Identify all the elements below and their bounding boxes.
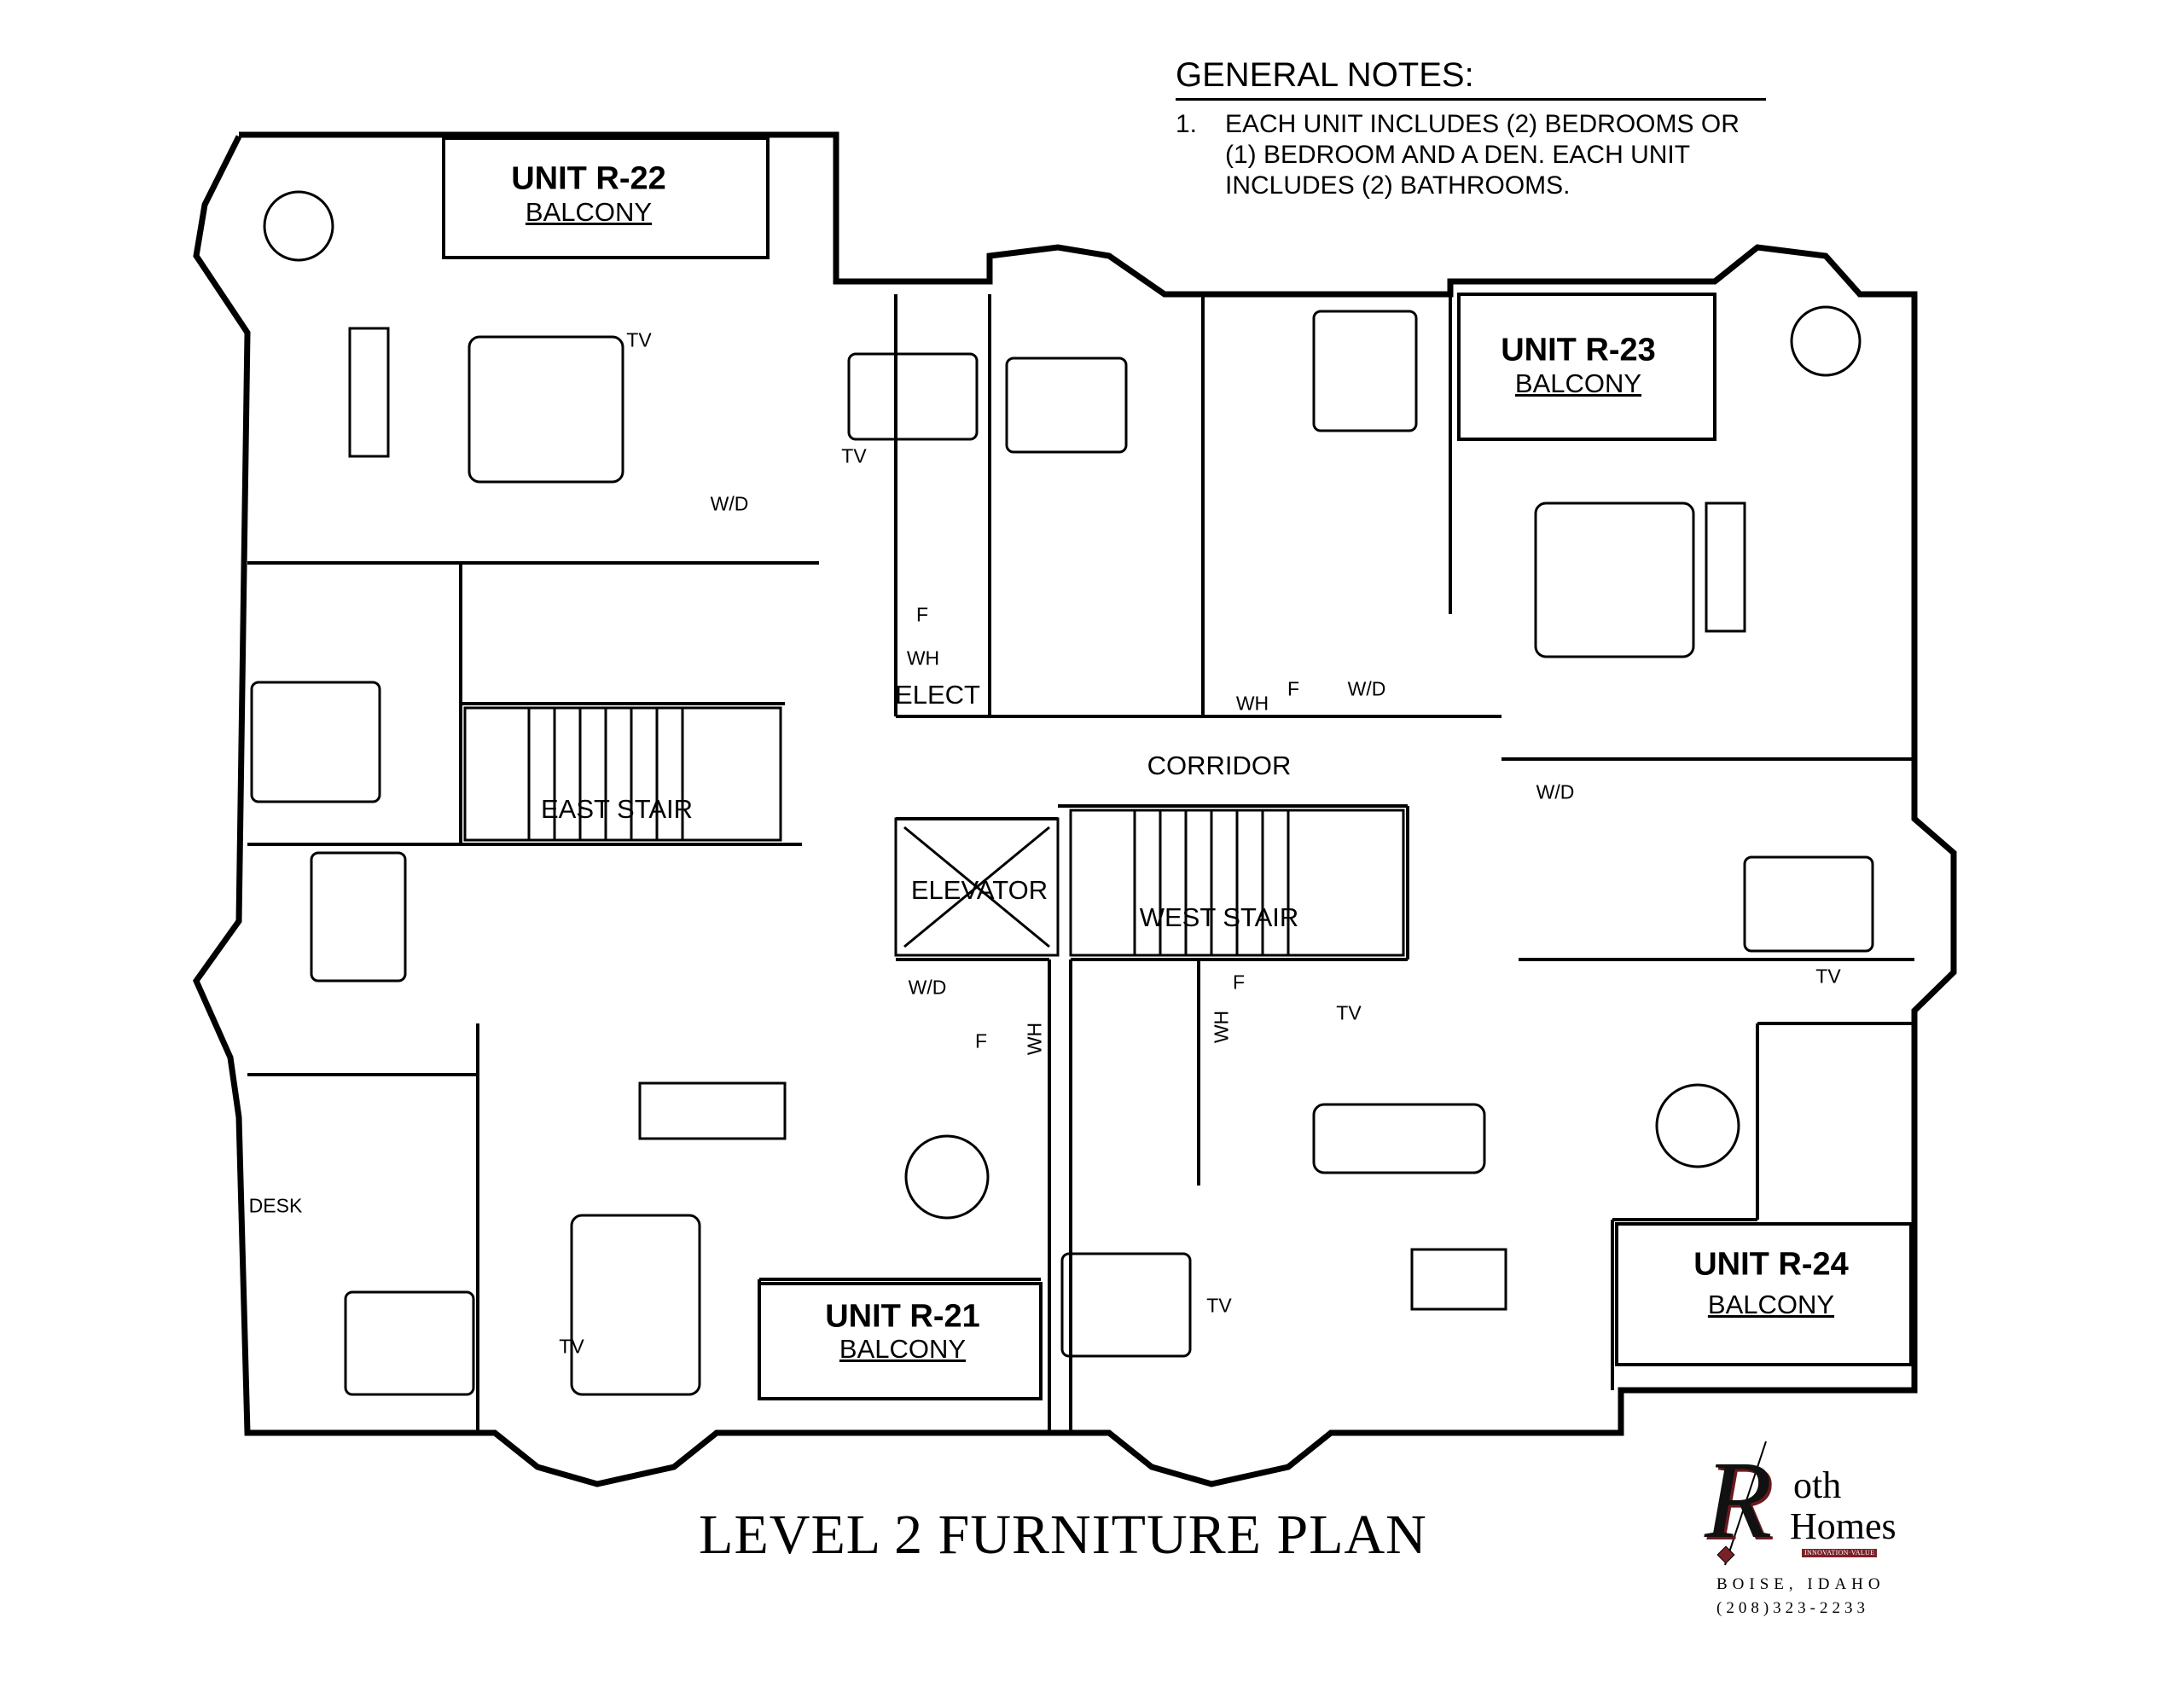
tv-label: TV — [841, 444, 867, 467]
unit-name: UNIT R-23 — [1501, 332, 1656, 368]
balcony-label: BALCONY — [1514, 368, 1642, 398]
note-text: EACH UNIT INCLUDES (2) BEDROOMS OR (1) B… — [1225, 110, 1740, 200]
general-notes-title: GENERAL NOTES: — [1176, 56, 1766, 101]
furnace-label: F — [915, 603, 929, 626]
logo-phone: (208)323-2233 — [1716, 1599, 1869, 1617]
furniture — [250, 190, 1874, 1396]
logo-city: BOISE, IDAHO — [1716, 1575, 1885, 1593]
water-heater-label: WH — [1023, 1022, 1046, 1056]
note-item: 1. EACH UNIT INCLUDES (2) BEDROOMS OR (1… — [1176, 109, 1773, 201]
unit-name: UNIT R-22 — [511, 160, 666, 197]
logo-initial: R — [1705, 1439, 1773, 1562]
balcony-label: BALCONY — [1707, 1290, 1835, 1319]
water-heater-label: WH — [1210, 1010, 1233, 1044]
unit-name: UNIT R-21 — [825, 1298, 980, 1335]
balconies — [442, 136, 1913, 1400]
logo-line-icon — [1716, 1441, 1767, 1566]
washer-dryer-label: W/D — [908, 976, 947, 999]
logo-line1: oth — [1793, 1464, 1842, 1506]
tv-label: TV — [1206, 1294, 1232, 1317]
tv-label: TV — [1336, 1001, 1362, 1024]
furnace-label: F — [1232, 971, 1246, 994]
tv-label: TV — [626, 328, 652, 351]
elevator-label: ELEVATOR — [910, 875, 1048, 905]
furnace-label: F — [1287, 677, 1300, 700]
furnace-label: F — [974, 1029, 988, 1052]
balcony-label: BALCONY — [839, 1334, 967, 1364]
elect-label: ELECT — [895, 680, 980, 710]
drawing-title: LEVEL 2 FURNITURE PLAN — [699, 1504, 1427, 1566]
exterior-walls — [192, 131, 1957, 1487]
balcony-label: BALCONY — [525, 197, 653, 227]
general-notes: GENERAL NOTES: 1. EACH UNIT INCLUDES (2)… — [1176, 56, 1773, 201]
corridor-label: CORRIDOR — [1147, 751, 1292, 780]
interior-walls — [247, 281, 1914, 1433]
tv-label: TV — [1815, 965, 1841, 988]
washer-dryer-label: W/D — [710, 492, 749, 515]
stairs-elevator — [463, 706, 1405, 957]
tv-label: TV — [559, 1335, 584, 1358]
washer-dryer-label: W/D — [1347, 677, 1386, 700]
logo-tagline: INNOVATION·VALUE — [1802, 1549, 1878, 1557]
note-number: 1. — [1176, 110, 1198, 138]
water-heater-label: WH — [1235, 692, 1269, 715]
desk-label: DESK — [248, 1194, 303, 1217]
washer-dryer-label: W/D — [1536, 780, 1575, 803]
logo-line2: Homes — [1790, 1505, 1896, 1547]
roth-homes-logo: R oth Homes INNOVATION·VALUE BOISE, IDAH… — [1698, 1441, 1945, 1638]
east-stair-label: EAST STAIR — [540, 794, 694, 824]
unit-name: UNIT R-24 — [1693, 1246, 1849, 1283]
water-heater-label: WH — [906, 646, 940, 670]
west-stair-label: WEST STAIR — [1139, 902, 1299, 932]
